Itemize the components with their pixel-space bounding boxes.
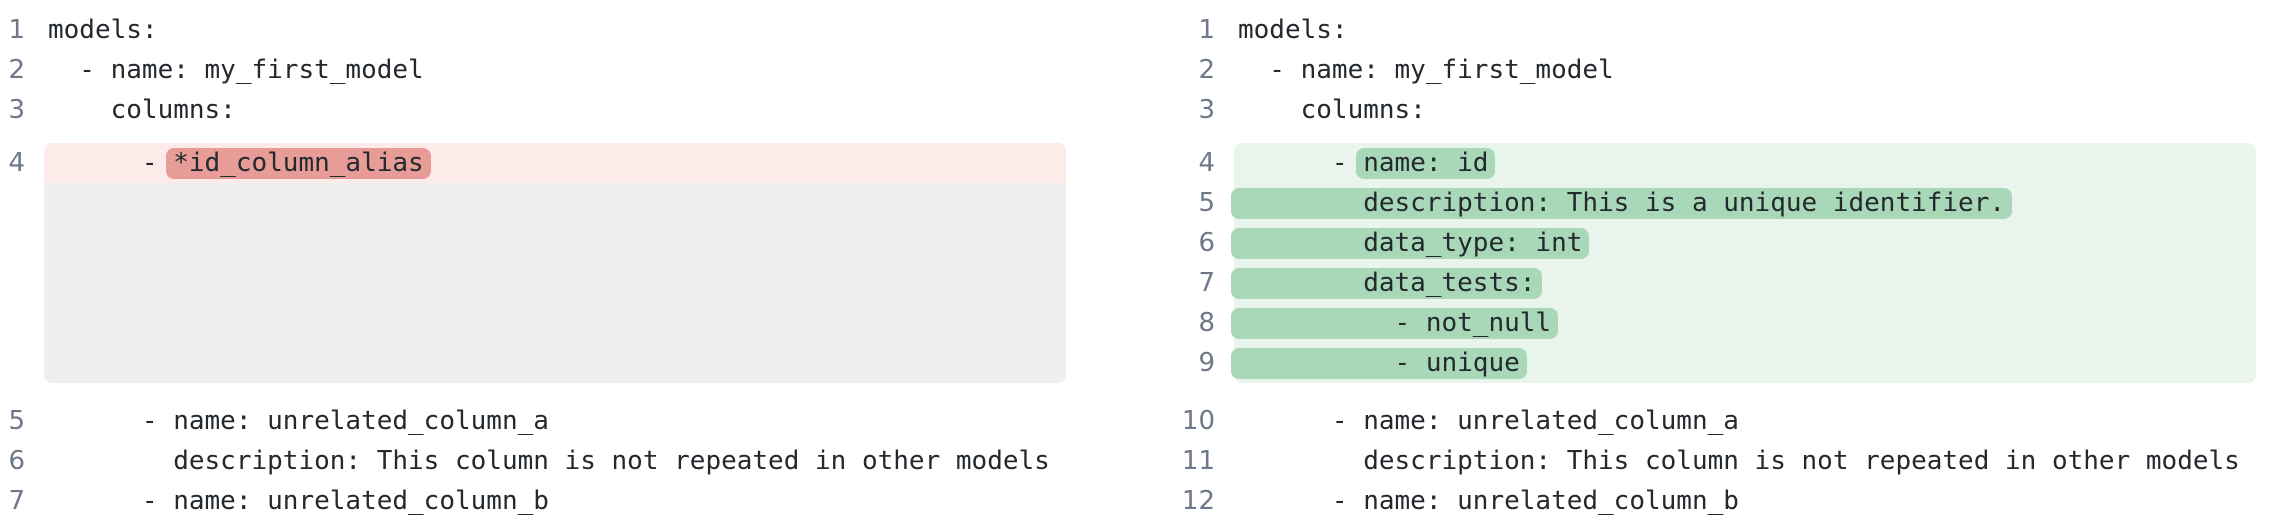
line-number: 4 xyxy=(1198,148,1215,178)
code-line: 10 - name: unrelated_column_a xyxy=(1139,401,2278,441)
line-number: 9 xyxy=(1198,348,1215,378)
code-content: - name: my_first_model xyxy=(1238,55,1614,85)
code-content: columns: xyxy=(1238,95,1426,125)
code-content: description: This column is not repeated… xyxy=(48,446,1050,476)
line-number-empty xyxy=(0,183,25,383)
line-number: 3 xyxy=(1198,95,1215,125)
added-code-line: 4 - name: id xyxy=(1139,143,2278,183)
code-line: 12 - name: unrelated_column_b xyxy=(1139,481,2278,521)
code-content: data_tests: xyxy=(1231,263,2256,303)
code-prefix: - xyxy=(48,148,174,178)
diff-panel-after: 1 models: 2 - name: my_first_model 3 col… xyxy=(1139,0,2278,528)
removed-code-line: 4 - *id_column_alias xyxy=(0,143,1139,183)
code-line: 7 - name: unrelated_column_b xyxy=(0,481,1139,521)
code-content: models: xyxy=(48,15,158,45)
code-content: description: This column is not repeated… xyxy=(1238,446,2240,476)
code-content: - name: unrelated_column_b xyxy=(1238,486,1739,516)
code-content: - name: unrelated_column_a xyxy=(1238,406,1739,436)
added-code-line: 5 description: This is a unique identifi… xyxy=(1139,183,2278,223)
code-line: 6 description: This column is not repeat… xyxy=(0,441,1139,481)
added-token-highlight: - not_null xyxy=(1231,308,1559,339)
added-block: 4 - name: id 5 description: This is a un… xyxy=(1139,143,2278,383)
removed-token-highlight: *id_column_alias xyxy=(166,148,431,179)
code-content: - name: my_first_model xyxy=(48,55,424,85)
line-number: 12 xyxy=(1181,486,1215,516)
line-number: 11 xyxy=(1181,446,1215,476)
line-number: 10 xyxy=(1181,406,1215,436)
code-content: columns: xyxy=(48,95,236,125)
line-number: 7 xyxy=(8,486,25,516)
code-content: - name: unrelated_column_a xyxy=(48,406,549,436)
line-number: 5 xyxy=(1198,188,1215,218)
line-number: 6 xyxy=(8,446,25,476)
code-content: description: This is a unique identifier… xyxy=(1231,183,2256,223)
added-token-highlight: data_type: int xyxy=(1231,228,1590,259)
added-token-highlight: data_tests: xyxy=(1231,268,1543,299)
added-token-highlight: description: This is a unique identifier… xyxy=(1231,188,2013,219)
code-line: 1 models: xyxy=(0,10,1139,50)
removed-block: 4 - *id_column_alias xyxy=(0,143,1139,383)
code-content: - *id_column_alias xyxy=(44,143,1066,183)
line-number: 3 xyxy=(8,95,25,125)
code-content: models: xyxy=(1238,15,1348,45)
code-line: 3 columns: xyxy=(1139,90,2278,130)
line-number: 2 xyxy=(8,55,25,85)
line-number: 2 xyxy=(1198,55,1215,85)
added-token-highlight: - unique xyxy=(1231,348,1527,379)
line-number: 8 xyxy=(1198,308,1215,338)
code-content: data_type: int xyxy=(1231,223,2256,263)
line-number: 7 xyxy=(1198,268,1215,298)
line-number: 6 xyxy=(1198,228,1215,258)
code-line: 11 description: This column is not repea… xyxy=(1139,441,2278,481)
code-content: - name: unrelated_column_b xyxy=(48,486,549,516)
collapsed-placeholder xyxy=(44,183,1066,383)
code-prefix: - xyxy=(1238,148,1364,178)
code-line: 5 - name: unrelated_column_a xyxy=(0,401,1139,441)
line-number: 4 xyxy=(8,148,25,178)
added-code-line: 9 - unique xyxy=(1139,343,2278,383)
code-line: 2 - name: my_first_model xyxy=(0,50,1139,90)
code-line: 2 - name: my_first_model xyxy=(1139,50,2278,90)
line-number: 5 xyxy=(8,406,25,436)
added-token-highlight: name: id xyxy=(1356,148,1496,179)
added-code-line: 6 data_type: int xyxy=(1139,223,2278,263)
line-number: 1 xyxy=(1198,15,1215,45)
code-content: - name: id xyxy=(1234,143,2256,183)
code-line: 1 models: xyxy=(1139,10,2278,50)
added-code-line: 8 - not_null xyxy=(1139,303,2278,343)
code-content: - not_null xyxy=(1231,303,2256,343)
code-content: - unique xyxy=(1231,343,2256,383)
code-line: 3 columns: xyxy=(0,90,1139,130)
collapsed-filler-row xyxy=(0,183,1139,383)
line-number: 1 xyxy=(8,15,25,45)
diff-panel-before: 1 models: 2 - name: my_first_model 3 col… xyxy=(0,10,1139,521)
added-code-line: 7 data_tests: xyxy=(1139,263,2278,303)
